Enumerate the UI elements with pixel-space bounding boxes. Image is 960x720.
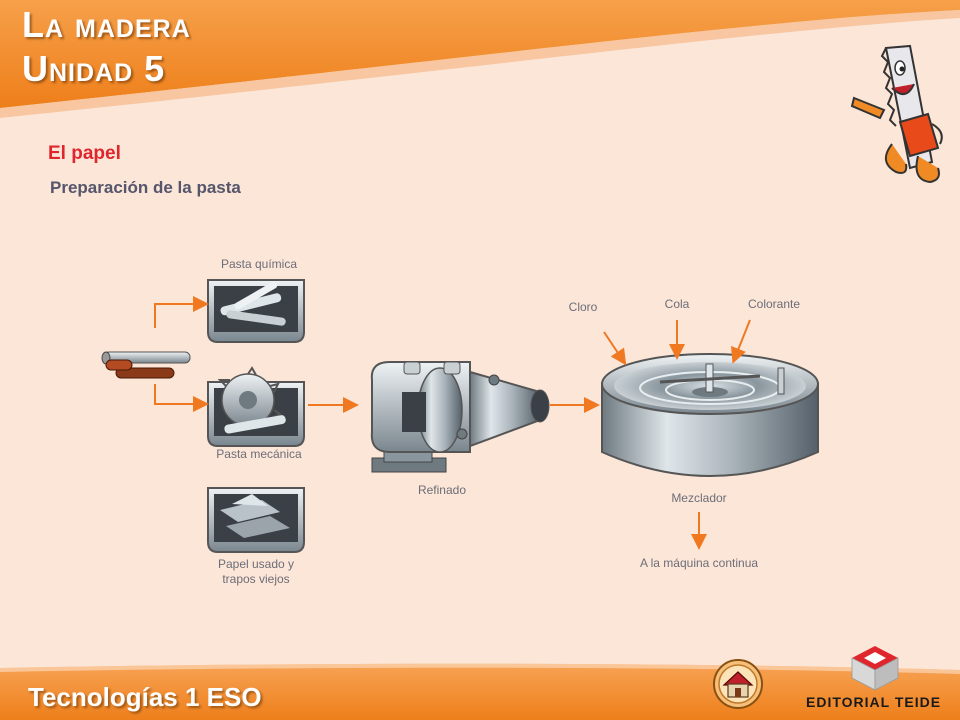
footer-publisher: EDITORIAL TEIDE: [806, 694, 942, 710]
label-papel-usado-line2: trapos viejos: [222, 572, 290, 586]
label-salida: A la máquina continua: [639, 556, 759, 570]
label-cola: Cola: [664, 297, 690, 311]
refiner-machine: [370, 361, 550, 473]
label-papel-usado-line1: Papel usado y: [217, 557, 295, 571]
label-pasta-quimica: Pasta química: [220, 257, 298, 271]
saw-mascot-icon: [850, 44, 943, 184]
teide-logo-icon: [851, 646, 899, 691]
home-icon[interactable]: [712, 658, 764, 710]
label-papel-usado: Papel usado y trapos viejos: [196, 557, 316, 587]
label-colorante: Colorante: [747, 297, 801, 311]
unit-title: La madera: [22, 4, 191, 45]
chemical-pulp-tank: [207, 279, 305, 343]
mixer-machine: [601, 353, 819, 477]
mechanical-pulp-tank: [207, 366, 305, 447]
wood-logs-icon: [101, 351, 191, 379]
recycled-paper-tank: [207, 487, 305, 553]
section-subtitle: Preparación de la pasta: [50, 178, 241, 197]
label-pasta-mecanica: Pasta mecánica: [216, 447, 302, 461]
label-mezclador: Mezclador: [671, 491, 727, 505]
footer-course-title: Tecnologías 1 ESO: [28, 682, 262, 712]
section-title: El papel: [48, 143, 121, 164]
flow-arrows: [154, 296, 751, 550]
unit-number: Unidad 5: [22, 48, 166, 89]
header-band: [0, 0, 960, 118]
label-cloro: Cloro: [568, 300, 598, 314]
label-refinado: Refinado: [417, 483, 467, 497]
